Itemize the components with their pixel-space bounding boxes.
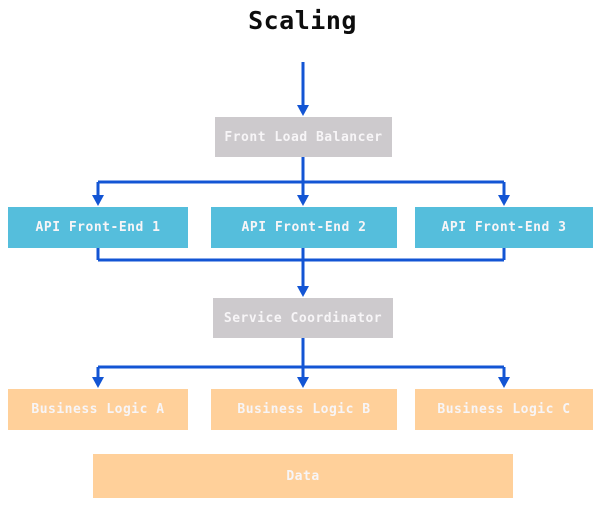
arrowhead-icon (498, 195, 510, 206)
node-api-front-end-3: API Front-End 3 (415, 207, 593, 248)
node-business-logic-b: Business Logic B (211, 389, 397, 430)
node-service-coordinator: Service Coordinator (213, 298, 393, 338)
node-label: API Front-End 2 (241, 220, 367, 235)
node-label: API Front-End 3 (441, 220, 567, 235)
arrowhead-icon (297, 286, 309, 297)
node-label: Front Load Balancer (224, 129, 383, 145)
arrowhead-icon (92, 195, 104, 206)
node-api-front-end-1: API Front-End 1 (8, 207, 188, 248)
arrowhead-icon (92, 377, 104, 388)
node-label: Business Logic A (31, 402, 165, 417)
arrowhead-icon (297, 195, 309, 206)
arrowhead-icon (498, 377, 510, 388)
node-business-logic-c: Business Logic C (415, 389, 593, 430)
edge-entry-to-front-load-balancer (297, 62, 309, 116)
node-label: API Front-End 1 (35, 220, 161, 235)
node-label: Business Logic B (237, 402, 371, 417)
edge-front-load-balancer-to-api-front-ends (92, 157, 510, 206)
edge-api-front-ends-to-service-coordinator (96, 248, 506, 297)
node-api-front-end-2: API Front-End 2 (211, 207, 397, 248)
edge-service-coordinator-to-business-logic (92, 338, 510, 388)
arrowhead-icon (297, 377, 309, 388)
node-label: Service Coordinator (223, 310, 383, 326)
node-business-logic-a: Business Logic A (8, 389, 188, 430)
diagram-title: Scaling (248, 6, 357, 35)
node-front-load-balancer: Front Load Balancer (215, 117, 392, 157)
node-data: Data (93, 454, 513, 498)
node-label: Data (286, 468, 320, 484)
node-label: Business Logic C (437, 402, 571, 417)
